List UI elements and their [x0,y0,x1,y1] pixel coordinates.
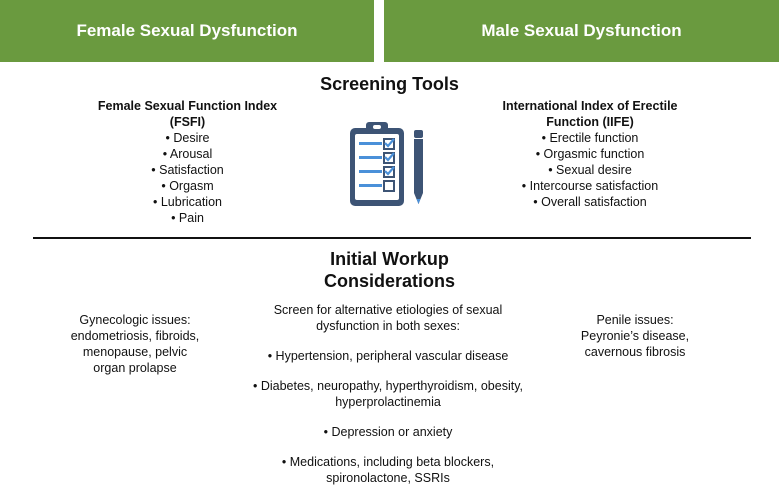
fsfi-tool: Female Sexual Function Index (FSFI) • De… [70,98,305,226]
initial-workup-title: Initial Workup Considerations [0,248,779,292]
fsfi-item: • Lubrication [152,195,222,209]
gynecologic-line: organ prolapse [93,361,177,375]
intro-line: Screen for alternative etiologies of sex… [273,303,503,317]
etiology-item: • Hypertension, peripheral vascular dise… [248,348,528,364]
etiology-line: • Hypertension, peripheral vascular dise… [267,349,509,363]
pencil-icon [414,130,423,204]
male-header-label: Male Sexual Dysfunction [481,21,682,40]
iief-tool: International Index of Erectile Function… [470,98,710,210]
etiology-item: • Medications, including beta blockers, … [248,454,528,486]
iief-name-line1: International Index of Erectile [502,99,678,113]
fsfi-item: • Pain [171,211,204,225]
etiology-item: • Diabetes, neuropathy, hyperthyroidism,… [248,378,528,410]
gynecologic-issues: Gynecologic issues: endometriosis, fibro… [40,312,230,376]
fsfi-item: • Orgasm [161,179,214,193]
etiology-line: • Medications, including beta blockers, [281,455,495,469]
fsfi-name-line2: (FSFI) [169,115,206,129]
iief-item: • Sexual desire [548,163,632,177]
iief-item: • Erectile function [541,131,639,145]
intro-line: dysfunction in both sexes: [316,319,460,333]
alternative-etiologies: Screen for alternative etiologies of sex… [248,302,528,500]
penile-issues: Penile issues: Peyronie’s disease, caver… [560,312,710,360]
etiology-item: • Depression or anxiety [248,424,528,440]
female-sexual-dysfunction-header: Female Sexual Dysfunction [0,0,374,62]
workup-title-line2: Considerations [323,271,456,291]
iief-item: • Overall satisfaction [533,195,647,209]
penile-line: Peyronie’s disease, [580,329,690,343]
iief-name-line2: Function (IIFE) [546,115,634,129]
etiology-line: • Depression or anxiety [323,425,453,439]
screening-tools-title: Screening Tools [320,74,459,94]
section-divider [33,237,751,239]
penile-line: cavernous fibrosis [584,345,686,359]
fsfi-item: • Desire [165,131,210,145]
male-sexual-dysfunction-header: Male Sexual Dysfunction [384,0,779,62]
workup-title-line1: Initial Workup [330,249,449,269]
iief-item: • Orgasmic function [535,147,645,161]
clipboard-icon [350,122,404,206]
etiology-line: • Diabetes, neuropathy, hyperthyroidism,… [252,379,524,393]
gynecologic-line: endometriosis, fibroids, [70,329,200,343]
fsfi-item: • Satisfaction [151,163,224,177]
female-header-label: Female Sexual Dysfunction [76,21,298,40]
etiology-line: hyperprolactinemia [335,395,441,409]
fsfi-item: • Arousal [162,147,213,161]
gynecologic-line: Gynecologic issues: [79,313,191,327]
etiology-line: spironolactone, SSRIs [326,471,450,485]
gynecologic-line: menopause, pelvic [82,345,188,359]
clipboard-checklist-icon [350,122,423,206]
iief-item: • Intercourse satisfaction [521,179,659,193]
penile-line: Penile issues: [596,313,674,327]
etiologies-intro: Screen for alternative etiologies of sex… [248,302,528,334]
fsfi-name-line1: Female Sexual Function Index [97,99,278,113]
